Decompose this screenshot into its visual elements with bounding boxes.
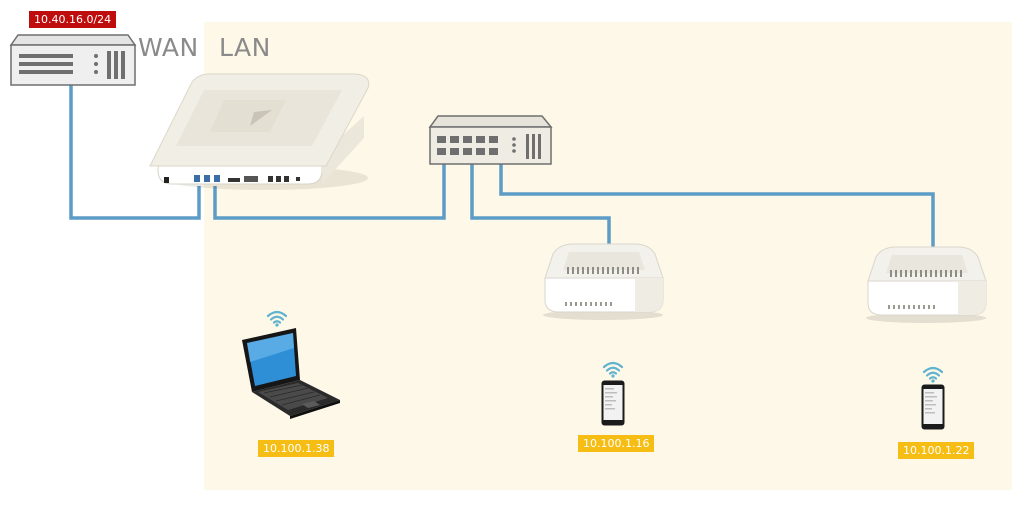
phone-2-ip-badge: 10.100.1.22 <box>898 442 975 459</box>
lan-zone-label: LAN <box>219 33 271 62</box>
access-point-gateway-icon <box>149 73 370 190</box>
phone-1-ip-badge: 10.100.1.16 <box>578 435 655 452</box>
network-switch-icon <box>428 115 553 165</box>
smartphone-icon <box>921 384 945 430</box>
link-router-gateway <box>69 85 201 220</box>
wan-zone-label: WAN <box>138 33 199 62</box>
mesh-access-point-icon <box>543 243 664 320</box>
link-switch-ap-1 <box>470 162 611 245</box>
wifi-icon <box>266 310 288 327</box>
mesh-access-point-icon <box>866 246 987 323</box>
smartphone-icon <box>601 380 625 426</box>
link-switch-ap-2 <box>499 162 935 248</box>
wifi-icon <box>602 361 624 378</box>
wifi-icon <box>922 366 944 383</box>
wan-subnet-badge: 10.40.16.0/24 <box>29 11 117 28</box>
laptop-icon <box>242 328 340 419</box>
rack-router-icon <box>9 34 137 86</box>
laptop-ip-badge: 10.100.1.38 <box>258 440 335 457</box>
link-gateway-switch <box>213 162 446 220</box>
